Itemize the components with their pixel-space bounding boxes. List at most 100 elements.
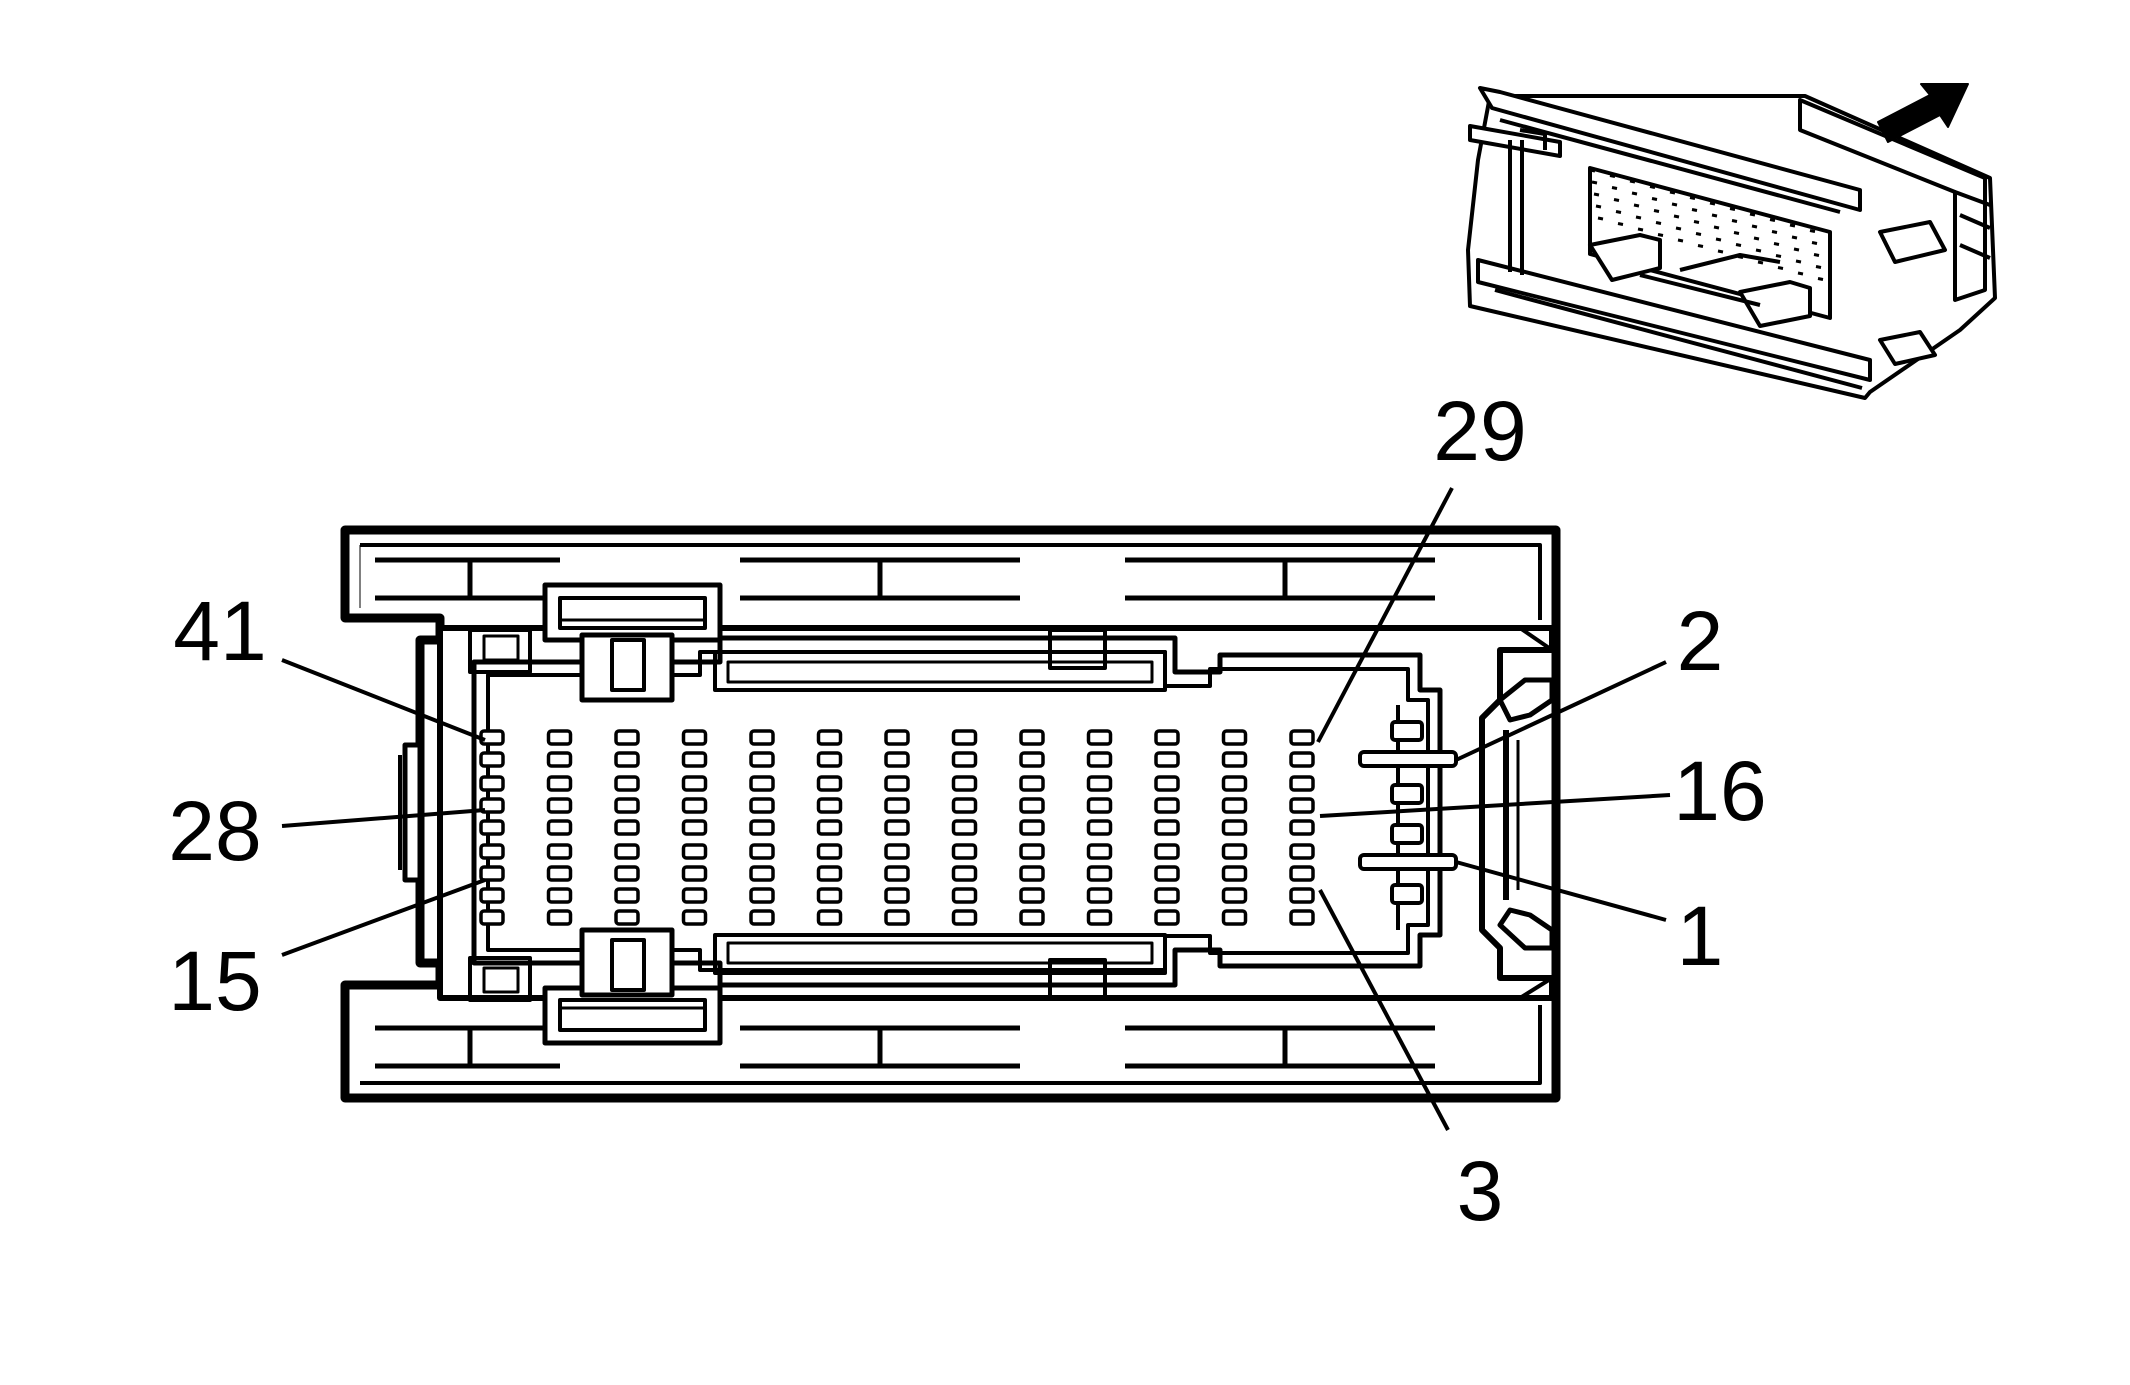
pin-cavity (1019, 797, 1045, 814)
pin-cavity (951, 819, 978, 836)
inset-pin (1595, 204, 1602, 209)
inset-pin (1795, 259, 1802, 264)
inset-pin (1697, 244, 1704, 248)
pin-cavity (1221, 865, 1248, 882)
pin-cavity (884, 819, 910, 836)
pin-cavity (884, 843, 910, 860)
pin-cavity (479, 819, 505, 836)
inset-pin (1673, 214, 1680, 219)
pin-cavity (884, 797, 910, 814)
connector-face (340, 525, 1561, 1103)
inset-pin (1815, 265, 1822, 269)
pin-cavity (479, 797, 505, 814)
pin-cavity (1154, 909, 1180, 926)
pin-cavity (1086, 797, 1113, 814)
pin-label-1: 1 (1677, 889, 1724, 983)
inset-pin (1733, 231, 1740, 235)
pin-cavity (1154, 843, 1180, 860)
inset-pin (1657, 233, 1664, 237)
inset-pin (1655, 221, 1662, 225)
inset-pin (1695, 232, 1702, 236)
leader-line-15 (281, 878, 486, 957)
pin-cavity (681, 729, 708, 746)
direction-arrow-icon (1877, 83, 1969, 143)
pin-cavity (681, 843, 708, 860)
pin-cavity (749, 909, 775, 926)
pin-cavity (951, 729, 978, 746)
pin-cavity (1019, 865, 1045, 882)
pin-cavity (816, 797, 843, 814)
pin-cavity (614, 775, 640, 792)
inset-pin (1677, 238, 1684, 243)
inset-pin (1633, 203, 1640, 208)
pin-cavity (1154, 751, 1180, 768)
pin-label-2: 2 (1677, 594, 1724, 688)
pin-cavity (1019, 887, 1045, 904)
pin-cavity (479, 775, 505, 792)
pin-cavity (1086, 887, 1113, 904)
pin-cavity (1221, 843, 1248, 860)
pin-cavity (884, 729, 910, 746)
pin-label-15: 15 (168, 934, 261, 1028)
blade-cavity (1390, 720, 1424, 742)
pin-cavity (546, 775, 573, 792)
pin-cavity (546, 751, 573, 768)
inset-pin (1597, 216, 1604, 221)
pin-cavity (1154, 887, 1180, 904)
pin-cavity (1289, 819, 1315, 836)
pin-cavity (816, 729, 843, 746)
pin-cavity (479, 751, 505, 768)
pin-cavity (1221, 729, 1248, 746)
pin-cavity (614, 819, 640, 836)
pin-cavity (614, 729, 640, 746)
pin-cavity (749, 865, 775, 882)
inset-pin (1611, 186, 1618, 190)
pin-cavity (479, 909, 505, 926)
pin-cavity (749, 887, 775, 904)
pin-cavity (546, 819, 573, 836)
pin-cavity (681, 887, 708, 904)
pin-cavity (614, 843, 640, 860)
pin-cavity (546, 887, 573, 904)
inset-pin (1649, 185, 1656, 189)
inset-pin (1735, 243, 1742, 247)
inset-pin (1809, 229, 1816, 233)
pin-cavity (1019, 775, 1045, 792)
inset-pin (1731, 219, 1738, 223)
pin-cavity (1086, 843, 1113, 860)
inset-pin (1693, 220, 1700, 224)
pin-label-3: 3 (1457, 1144, 1504, 1238)
inset-pin (1675, 226, 1682, 231)
pin-cavity (1289, 887, 1315, 904)
leader-line-41 (281, 658, 486, 742)
pin-cavity (479, 887, 505, 904)
inset-pin (1613, 198, 1620, 202)
inset-pin (1775, 254, 1782, 258)
pin-cavity (1154, 865, 1180, 882)
inset-pin (1715, 237, 1722, 242)
pin-cavity (681, 909, 708, 926)
pin-label-16: 16 (1673, 744, 1766, 838)
inset-pin (1689, 196, 1696, 200)
pin-cavity (1289, 751, 1315, 768)
pin-cavity (479, 729, 505, 746)
connector-isometric-view (1466, 86, 1997, 400)
inset-pin (1749, 212, 1756, 217)
leader-line-1 (1455, 860, 1667, 922)
pin-label-leaders (281, 487, 1671, 1131)
inset-pin (1629, 179, 1636, 184)
inset-pin (1797, 271, 1804, 276)
pin-cavity (884, 887, 910, 904)
pin-cavity (614, 797, 640, 814)
inset-pin (1729, 207, 1736, 211)
pin-cavity (1221, 775, 1248, 792)
pin-cavity (884, 865, 910, 882)
inset-pin (1813, 253, 1820, 257)
inset-pin (1615, 210, 1622, 214)
pin-cavity (1019, 819, 1045, 836)
pin-cavity (816, 887, 843, 904)
pin-cavity (749, 775, 775, 792)
inset-pin (1591, 180, 1598, 185)
leader-line-3 (1318, 889, 1450, 1131)
